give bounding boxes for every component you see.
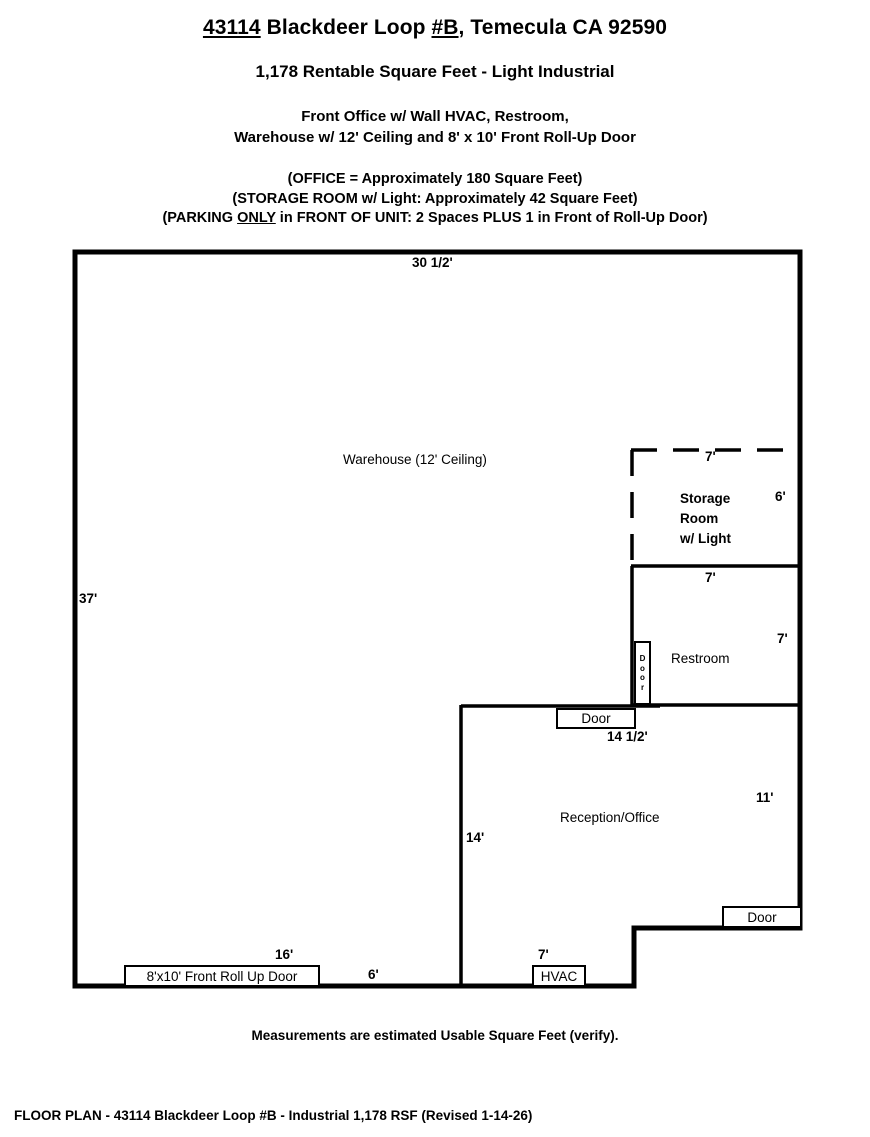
room-label-reception-office: Reception/Office [560,810,660,825]
dimension-hvac-wall: 7' [538,947,549,962]
hvac-unit[interactable]: HVAC [532,965,586,987]
header-block: 43114 Blackdeer Loop #B, Temecula CA 925… [0,0,870,229]
dimension-rollup-wall: 16' [275,947,294,962]
room-label-warehouse: Warehouse (12' Ceiling) [343,452,487,467]
room-label-restroom: Restroom [671,651,730,666]
restroom-door-letter-2: o [640,663,645,673]
note-parking-suffix: in FRONT OF UNIT: 2 Spaces PLUS 1 in Fro… [275,210,708,226]
restroom-door-letter-3: o [640,673,645,682]
dimension-bottom-segment: 6' [368,967,379,982]
page-title-city-state-zip: , Temecula CA 92590 [458,16,668,39]
floor-plan-file-label: FLOOR PLAN - 43114 Blackdeer Loop #B - I… [14,1108,533,1123]
page-title-street-name: Blackdeer Loop [260,16,432,39]
dimension-restroom-height: 7' [777,631,788,646]
dimension-top-overall: 30 1/2' [412,255,453,270]
subtitle-square-feet: 1,178 Rentable Square Feet - Light Indus… [255,62,615,81]
restroom-door[interactable]: D o o r [634,641,651,705]
page-title-street-number: 43114 [202,16,261,39]
dimension-office-left: 14' [466,830,485,845]
note-storage-area: (STORAGE ROOM w/ Light: Approximately 42… [232,190,638,207]
measurement-disclaimer: Measurements are estimated Usable Square… [251,1028,619,1043]
dimension-office-right: 11' [756,790,774,805]
room-label-storage-line-3: w/ Light [680,531,731,546]
floor-plan-svg [72,249,803,989]
description-line-1: Front Office w/ Wall HVAC, Restroom, [301,108,569,125]
building-outline [72,249,803,989]
note-office-area: (OFFICE = Approximately 180 Square Feet) [287,171,583,187]
note-parking: (PARKING ONLY in FRONT OF UNIT: 2 Spaces… [0,209,870,229]
restroom-door-letter-4: r [640,682,645,692]
page-title-unit: #B [431,16,459,39]
page-title: 43114 Blackdeer Loop #B, Temecula CA 925… [0,16,870,40]
room-label-storage-line-2: Room [680,511,719,526]
note-parking-prefix: (PARKING [162,210,238,226]
floor-plan-drawing: 30 1/2' 37' 7' 6' 7' 7' 14 1/2' 14' 11' … [72,249,803,989]
front-roll-up-door[interactable]: 8'x10' Front Roll Up Door [124,965,320,987]
dimension-restroom-width: 7' [705,570,716,585]
dimension-storage-width: 7' [705,449,716,464]
dimension-storage-height: 6' [775,489,786,504]
dimension-left-overall: 37' [79,591,98,606]
notes-group: (OFFICE = Approximately 180 Square Feet)… [0,170,870,229]
restroom-door-letter-1: D [639,654,646,663]
description-group: Front Office w/ Wall HVAC, Restroom, War… [0,106,870,148]
room-label-storage-line-1: Storage [680,491,731,506]
description-line-2: Warehouse w/ 12' Ceiling and 8' x 10' Fr… [234,129,636,146]
office-door[interactable]: Door [556,708,636,729]
dimension-office-top: 14 1/2' [607,729,648,744]
exterior-door[interactable]: Door [722,906,802,928]
note-parking-emphasis: ONLY [237,210,276,226]
